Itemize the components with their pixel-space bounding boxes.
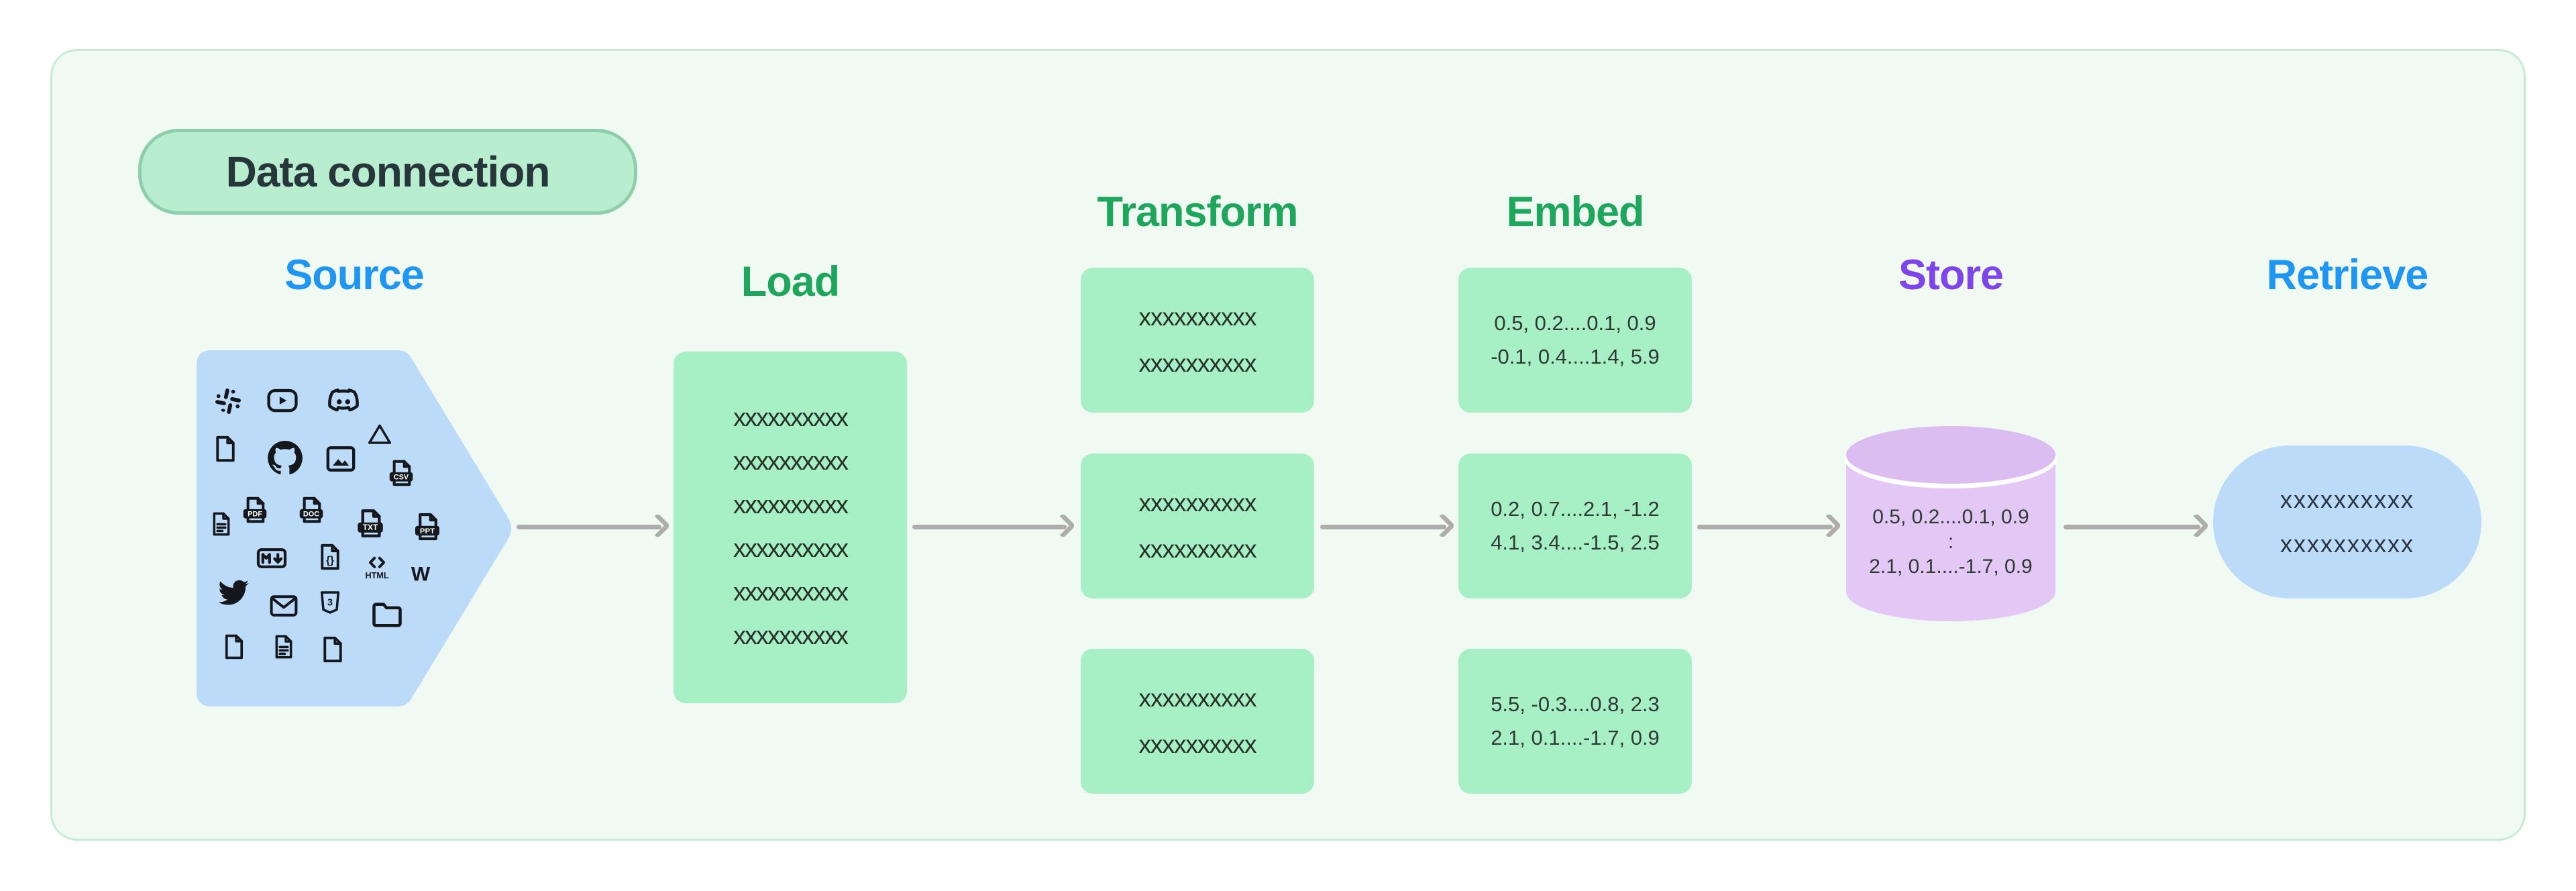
html-icon: HTML <box>362 552 392 583</box>
github-icon <box>266 439 304 476</box>
arrow-shaft <box>912 525 1067 529</box>
ppt-file-icon: PPT <box>411 511 443 543</box>
css-shield-icon: 3 <box>317 589 343 616</box>
data-connection-badge: Data connection <box>138 129 637 215</box>
transform-box-3: xxxxxxxxxx xxxxxxxxxx <box>1081 649 1314 794</box>
store-vector-line: 0.5, 0.2....0.1, 0.9 <box>1872 506 2029 528</box>
folder-icon <box>370 596 405 631</box>
transform-text-line: xxxxxxxxxx <box>1138 684 1257 712</box>
svg-text:{}: {} <box>326 555 334 566</box>
file-icon <box>211 434 240 464</box>
svg-text:DOC: DOC <box>303 510 319 518</box>
embed-vector-line: 2.1, 0.1....-1.7, 0.9 <box>1491 726 1660 749</box>
file-icon <box>318 635 347 664</box>
json-file-icon: {} <box>315 542 345 572</box>
embed-vector-line: 5.5, -0.3....0.8, 2.3 <box>1491 692 1660 716</box>
arrow-head <box>2184 513 2210 539</box>
transform-text-line: xxxxxxxxxx <box>1138 731 1257 758</box>
svg-text:PPT: PPT <box>420 527 435 535</box>
store-cylinder-shape <box>1845 426 2057 621</box>
transform-text-line: xxxxxxxxxx <box>1138 350 1257 377</box>
embed-box-2: 0.2, 0.7....2.1, -1.2 4.1, 3.4....-1.5, … <box>1458 454 1692 598</box>
markdown-icon <box>256 542 288 574</box>
load-text-line: xxxxxxxxxx <box>733 404 849 432</box>
svg-text:TXT: TXT <box>363 523 378 532</box>
stage-title-load: Load <box>741 258 841 305</box>
load-text-line: xxxxxxxxxx <box>733 535 849 563</box>
file-text-icon <box>270 633 297 660</box>
file-icon <box>220 633 248 661</box>
transform-box-1: xxxxxxxxxx xxxxxxxxxx <box>1081 268 1314 413</box>
arrow-head <box>645 513 671 539</box>
arrow-shaft <box>1320 525 1446 529</box>
google-drive-icon <box>366 421 393 448</box>
transform-text-line: xxxxxxxxxx <box>1138 489 1257 517</box>
wikipedia-icon: W <box>407 560 434 587</box>
stage-title-embed: Embed <box>1506 189 1644 235</box>
twitter-icon <box>216 574 251 609</box>
stage-title-store: Store <box>1898 252 2004 299</box>
embed-box-3: 5.5, -0.3....0.8, 2.3 2.1, 0.1....-1.7, … <box>1458 649 1692 794</box>
arrow-head <box>1816 513 1842 539</box>
svg-text:CSV: CSV <box>394 473 409 481</box>
svg-text:W: W <box>411 564 431 586</box>
arrow-shaft <box>1697 525 1833 529</box>
txt-file-icon: TXT <box>354 507 387 540</box>
load-text-line: xxxxxxxxxx <box>733 578 849 607</box>
source-arrow-shape <box>197 350 511 706</box>
retrieve-text-line: xxxxxxxxxx <box>2280 530 2414 558</box>
csv-file-icon: CSV <box>386 458 417 488</box>
transform-text-line: xxxxxxxxxx <box>1138 535 1257 563</box>
discord-icon <box>326 384 361 419</box>
store-vector-text: 0.5, 0.2....0.1, 0.9 : 2.1, 0.1....-1.7,… <box>1845 503 2057 581</box>
retrieve-text-line: xxxxxxxxxx <box>2280 486 2414 513</box>
file-text-icon <box>208 511 235 537</box>
embed-vector-line: 4.1, 3.4....-1.5, 2.5 <box>1491 531 1660 554</box>
stage-title-source: Source <box>284 252 425 299</box>
badge-label: Data connection <box>225 148 551 196</box>
store-vector-colon: : <box>1947 531 1954 553</box>
store-cylinder: 0.5, 0.2....0.1, 0.9 : 2.1, 0.1....-1.7,… <box>1845 425 2057 623</box>
embed-vector-line: 0.2, 0.7....2.1, -1.2 <box>1491 497 1660 521</box>
source-shape: CSV PDF DOC TXT PPT {} HTML W 3 <box>197 350 512 706</box>
load-text-line: xxxxxxxxxx <box>733 491 849 519</box>
store-vector-line: 2.1, 0.1....-1.7, 0.9 <box>1869 556 2033 578</box>
svg-text:3: 3 <box>327 598 333 609</box>
slack-icon <box>213 386 244 417</box>
stage-title-retrieve: Retrieve <box>2266 252 2429 299</box>
transform-text-line: xxxxxxxxxx <box>1138 303 1257 331</box>
embed-vector-line: -0.1, 0.4....1.4, 5.9 <box>1491 345 1660 368</box>
embed-vector-line: 0.5, 0.2....0.1, 0.9 <box>1494 311 1656 335</box>
image-icon <box>324 442 358 476</box>
load-text-line: xxxxxxxxxx <box>733 622 849 650</box>
retrieve-box: xxxxxxxxxx xxxxxxxxxx <box>2213 446 2481 598</box>
embed-box-1: 0.5, 0.2....0.1, 0.9 -0.1, 0.4....1.4, 5… <box>1458 268 1692 413</box>
arrow-head <box>1430 513 1456 539</box>
doc-file-icon: DOC <box>296 494 327 525</box>
stage-title-transform: Transform <box>1097 189 1298 235</box>
arrow-shaft <box>2063 525 2200 529</box>
svg-text:PDF: PDF <box>248 510 262 518</box>
load-text-line: xxxxxxxxxx <box>733 448 849 476</box>
arrow-shaft <box>517 525 661 529</box>
transform-box-2: xxxxxxxxxx xxxxxxxxxx <box>1081 454 1314 598</box>
email-icon <box>268 590 299 621</box>
arrow-head <box>1050 513 1076 539</box>
youtube-icon <box>266 384 299 417</box>
load-box: xxxxxxxxxx xxxxxxxxxx xxxxxxxxxx xxxxxxx… <box>674 352 907 703</box>
pdf-file-icon: PDF <box>239 494 270 525</box>
svg-text:HTML: HTML <box>365 571 388 580</box>
data-connection-panel: Data connection Source Load Transform Em… <box>50 49 2526 841</box>
